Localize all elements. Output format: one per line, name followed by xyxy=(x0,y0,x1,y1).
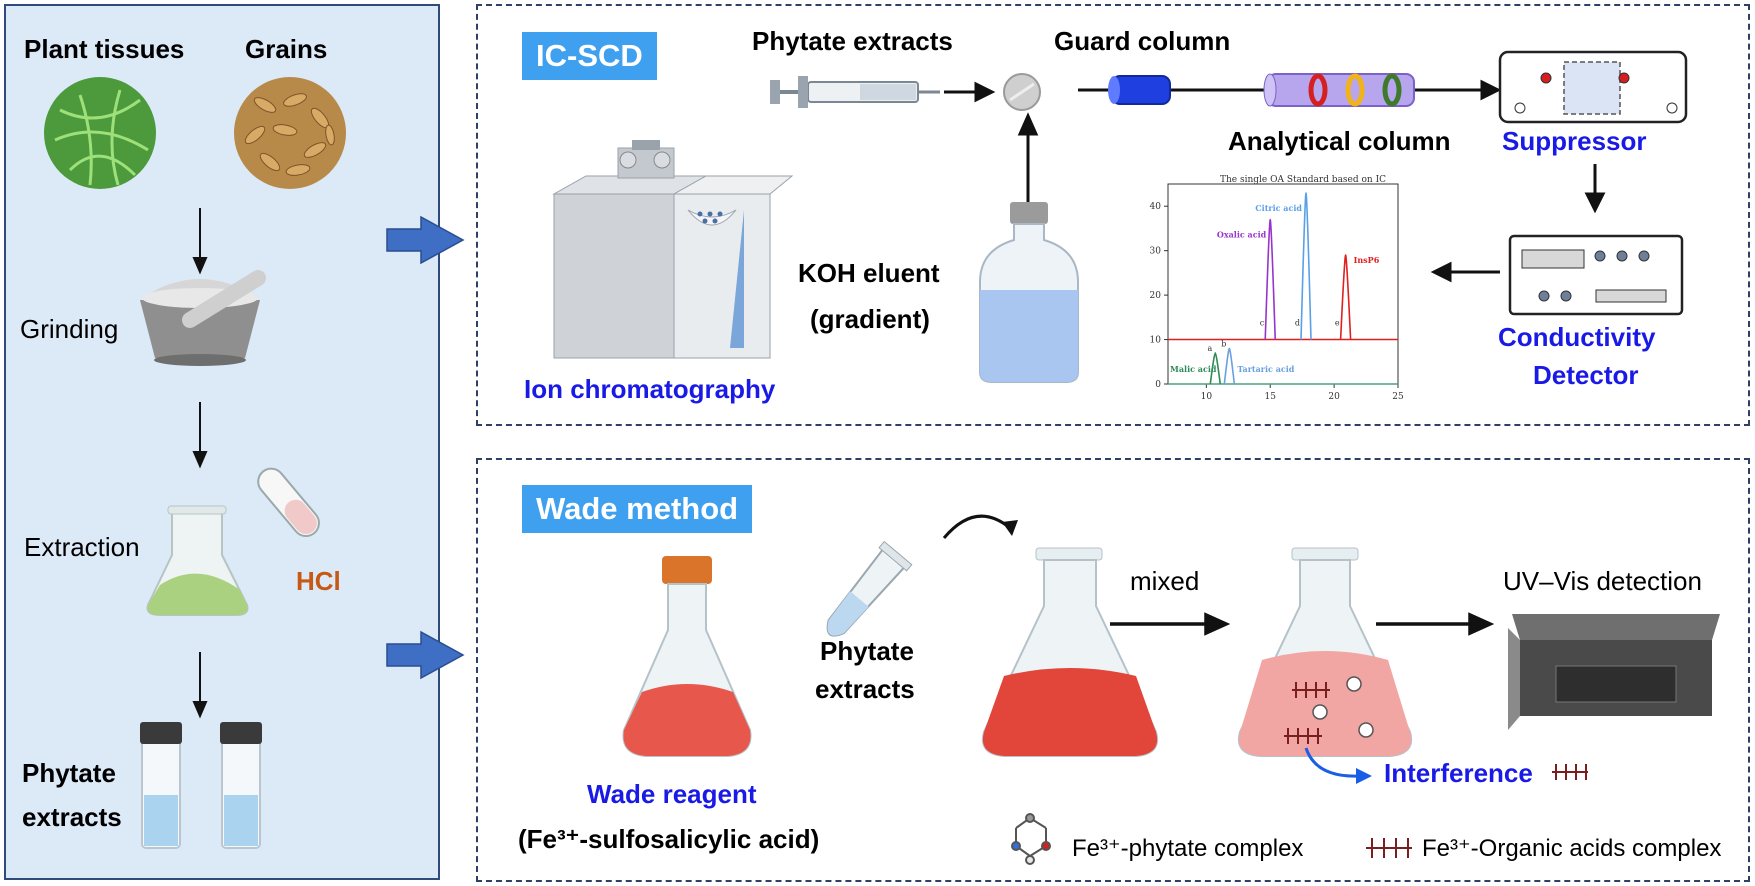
ion-chromatograph-instrument xyxy=(552,140,794,359)
process-arrows xyxy=(192,208,208,719)
extraction-flask-icon xyxy=(146,505,249,616)
koh-eluent-label: KOH eluent xyxy=(798,258,940,288)
mixed-flask xyxy=(982,547,1158,757)
x-tick-label: 20 xyxy=(1328,392,1340,402)
y-tick-label: 0 xyxy=(1155,380,1161,390)
wade-phytate-label-1: Phytate xyxy=(820,636,914,666)
extraction-label: Extraction xyxy=(24,532,140,562)
x-tick-label: 15 xyxy=(1264,392,1276,402)
flow-arrow-to-ic xyxy=(386,215,465,265)
chromatogram-chart: The single OA Standard based on IC 10 15 20… xyxy=(1130,170,1420,410)
filter-disc-icon xyxy=(1003,73,1041,111)
ic-scd-panel xyxy=(476,4,1750,426)
ic-scd-tag: IC-SCD xyxy=(522,32,657,80)
conductivity-label-2: Detector xyxy=(1533,360,1639,390)
vial-icons xyxy=(140,722,262,849)
peak-label-a: Malic acid xyxy=(1170,364,1217,374)
x-tick-label: 25 xyxy=(1392,392,1404,402)
wade-flow-arrows xyxy=(1110,612,1495,636)
conductivity-label-1: Conductivity xyxy=(1498,322,1656,352)
flow-arrow-to-wade xyxy=(386,630,465,680)
peak-a xyxy=(1209,352,1222,385)
grains-image xyxy=(234,77,346,189)
chart-title: The single OA Standard based on IC xyxy=(1220,175,1386,185)
guard-column-label: Guard column xyxy=(1054,26,1231,56)
peak-label-d: Citric acid xyxy=(1255,203,1302,213)
ion-chromatography-label: Ion chromatography xyxy=(524,374,776,404)
peak-c xyxy=(1264,218,1277,340)
test-tube-icon xyxy=(257,467,320,538)
peak-e xyxy=(1339,254,1352,340)
peak-letter-e: e xyxy=(1335,319,1340,328)
ic-phytate-extracts-label: Phytate extracts xyxy=(752,26,953,56)
wade-method-panel xyxy=(476,458,1750,882)
interference-label: Interference xyxy=(1384,758,1533,788)
result-flask xyxy=(1238,547,1412,784)
peak-letter-b: b xyxy=(1221,339,1226,348)
mortar-pestle-icon xyxy=(140,270,266,366)
wade-method-tag: Wade method xyxy=(522,485,753,533)
wade-reagent-sub-label: (Fe³⁺-sulfosalicylic acid) xyxy=(518,824,820,854)
wade-reagent-flask xyxy=(622,556,752,757)
mixed-label: mixed xyxy=(1130,566,1200,596)
interference-symbol xyxy=(1552,764,1588,780)
microtube-icon xyxy=(826,540,913,637)
peak-label-e: InsP6 xyxy=(1354,255,1380,265)
peak-letter-d: d xyxy=(1295,319,1300,328)
legend-oa-label: Fe³⁺-Organic acids complex xyxy=(1422,835,1722,862)
pour-arrow xyxy=(942,514,1011,539)
koh-eluent-bottle xyxy=(979,202,1079,383)
peak-letter-a: a xyxy=(1207,344,1212,353)
grinding-label: Grinding xyxy=(20,314,119,344)
koh-gradient-label: (gradient) xyxy=(810,304,930,334)
syringe-icon xyxy=(770,76,940,108)
wade-phytate-label-2: extracts xyxy=(815,674,915,704)
suppressor-label: Suppressor xyxy=(1502,126,1647,156)
guard-column-icon xyxy=(1108,75,1171,105)
y-tick-label: 40 xyxy=(1150,202,1162,212)
peak-label-b: Tartaric acid xyxy=(1237,364,1294,374)
hcl-label: HCl xyxy=(296,566,341,596)
grains-label: Grains xyxy=(245,34,328,64)
legend-phytate-label: Fe³⁺-phytate complex xyxy=(1072,835,1304,862)
legend-phytate-icon xyxy=(1011,813,1051,865)
peak-b xyxy=(1223,347,1236,385)
x-tick-label: 10 xyxy=(1201,392,1213,402)
y-tick-label: 20 xyxy=(1150,291,1162,301)
analytical-column-label: Analytical column xyxy=(1228,126,1451,156)
plant-tissues-label: Plant tissues xyxy=(24,34,185,64)
peak-letter-c: c xyxy=(1260,319,1265,328)
legend-oa-icon xyxy=(1366,838,1412,858)
uv-vis-instrument xyxy=(1508,614,1720,730)
conductivity-detector-icon xyxy=(1508,234,1684,316)
suppressor-icon xyxy=(1498,50,1688,124)
peak-d xyxy=(1300,192,1312,340)
phytate-extracts-label-1: Phytate xyxy=(22,758,116,788)
sample-prep-illustrations xyxy=(44,77,346,849)
wade-reagent-label: Wade reagent xyxy=(587,779,757,809)
uv-vis-label: UV–Vis detection xyxy=(1503,566,1702,596)
analytical-column-icon xyxy=(1263,73,1415,107)
y-tick-label: 10 xyxy=(1150,336,1162,346)
phytate-extracts-label-2: extracts xyxy=(22,802,122,832)
peak-label-c: Oxalic acid xyxy=(1217,230,1267,240)
plant-tissue-image xyxy=(44,77,156,189)
y-tick-label: 30 xyxy=(1150,247,1162,257)
